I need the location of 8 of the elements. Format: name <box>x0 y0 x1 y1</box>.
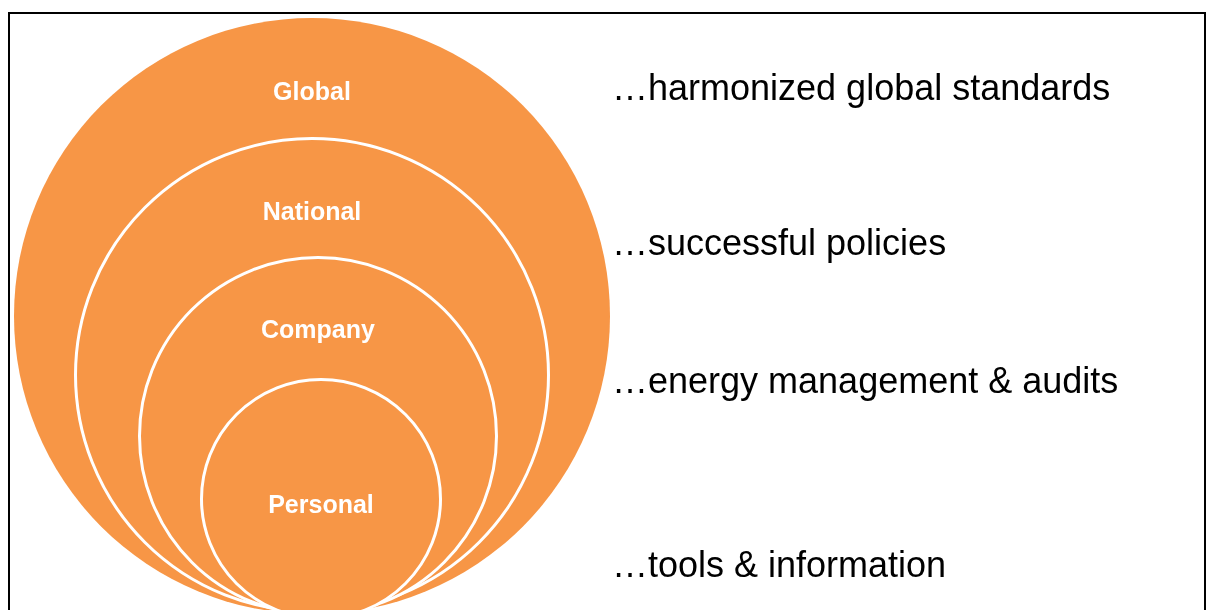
level-label: Company <box>261 315 375 343</box>
level-label: Global <box>273 77 351 105</box>
level-description: …successful policies <box>612 222 947 264</box>
level-label: National <box>262 197 362 225</box>
level-description: …tools & information <box>612 544 947 586</box>
level-description: …harmonized global standards <box>612 67 1111 109</box>
level-label: Personal <box>268 490 374 518</box>
level-description: …energy management & audits <box>612 360 1119 402</box>
